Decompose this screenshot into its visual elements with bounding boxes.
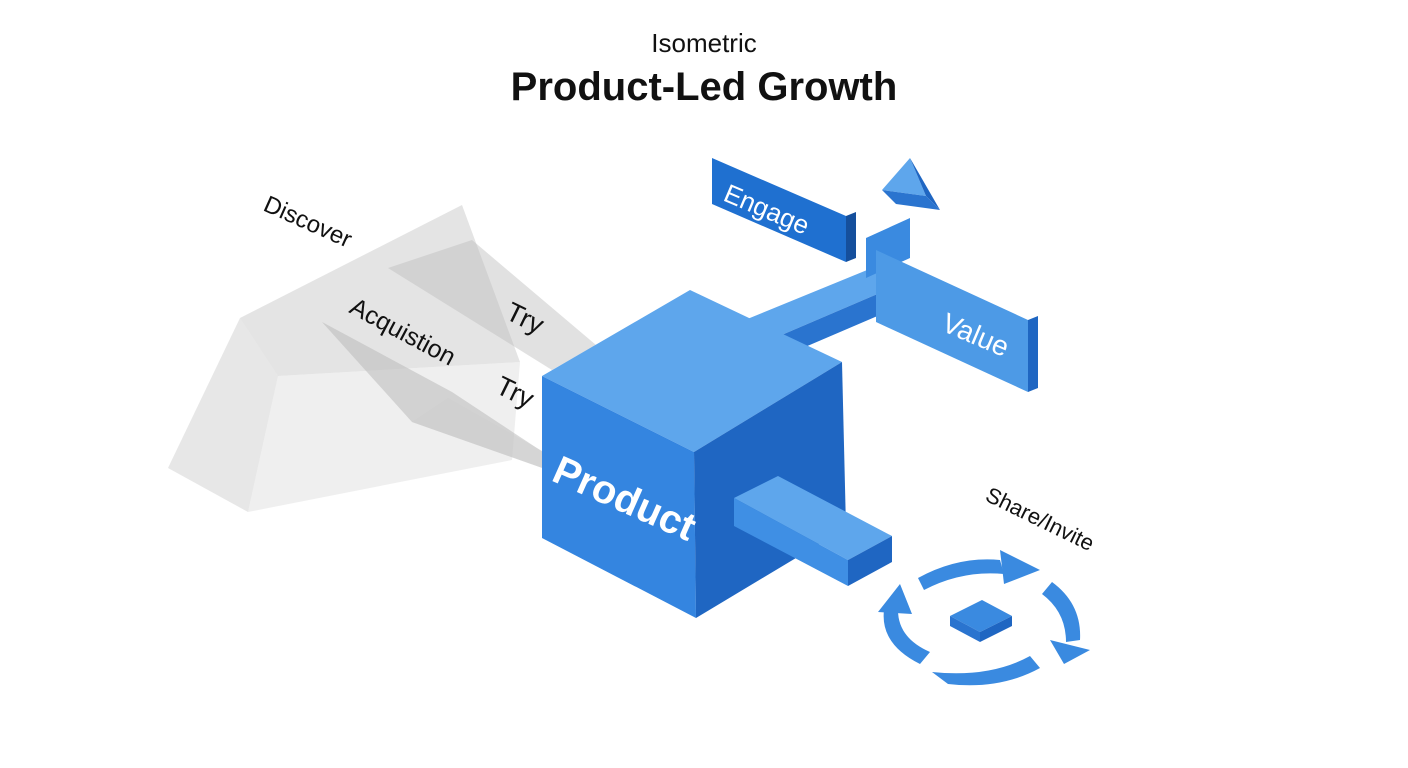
diagram-subtitle: Isometric (651, 28, 757, 58)
value-panel-face (876, 250, 1028, 392)
title-block: Isometric Product-Led Growth (0, 28, 1408, 110)
loop-center-tile-right (980, 616, 1012, 642)
loop-arc-bottom (932, 656, 1040, 686)
value-panel-edge (1028, 316, 1038, 392)
beam-end-face (848, 536, 892, 586)
loop-center-tile-left (950, 616, 980, 642)
cube-left-face (542, 376, 696, 618)
loop-arrow-right-icon (1050, 640, 1090, 664)
share-loop (878, 550, 1090, 686)
output-beam (734, 476, 892, 586)
cube-top-face (542, 290, 842, 452)
diagram-title: Product-Led Growth (510, 65, 898, 109)
arrowhead-icon (882, 158, 940, 210)
beam-front-face (734, 498, 848, 586)
loop-center-tile-top (950, 600, 1012, 632)
ghost-try-lower-beam (412, 398, 548, 470)
ghost-discover-prism-top (240, 205, 520, 376)
ghost-discover-prism-left (168, 318, 278, 512)
track-top-face (740, 268, 896, 340)
ghost-acquisition-beam (322, 322, 552, 470)
loop-arc-right (1042, 582, 1081, 642)
loop-arrow-left-icon (878, 584, 912, 614)
engage-panel-face (712, 158, 846, 262)
value-panel: Value (876, 250, 1038, 392)
loop-arc-left (883, 610, 930, 664)
loop-arc-top (918, 559, 1004, 590)
beam-top-face (734, 476, 892, 560)
share-invite-label: Share/Invite (982, 482, 1098, 556)
engage-panel: Engage (712, 158, 856, 262)
ghost-funnel (168, 205, 596, 512)
engage-panel-edge (846, 212, 856, 262)
discover-label: Discover (260, 191, 356, 254)
ghost-try-upper-ray (388, 240, 596, 370)
loop-arrow-top-icon (1000, 550, 1040, 584)
